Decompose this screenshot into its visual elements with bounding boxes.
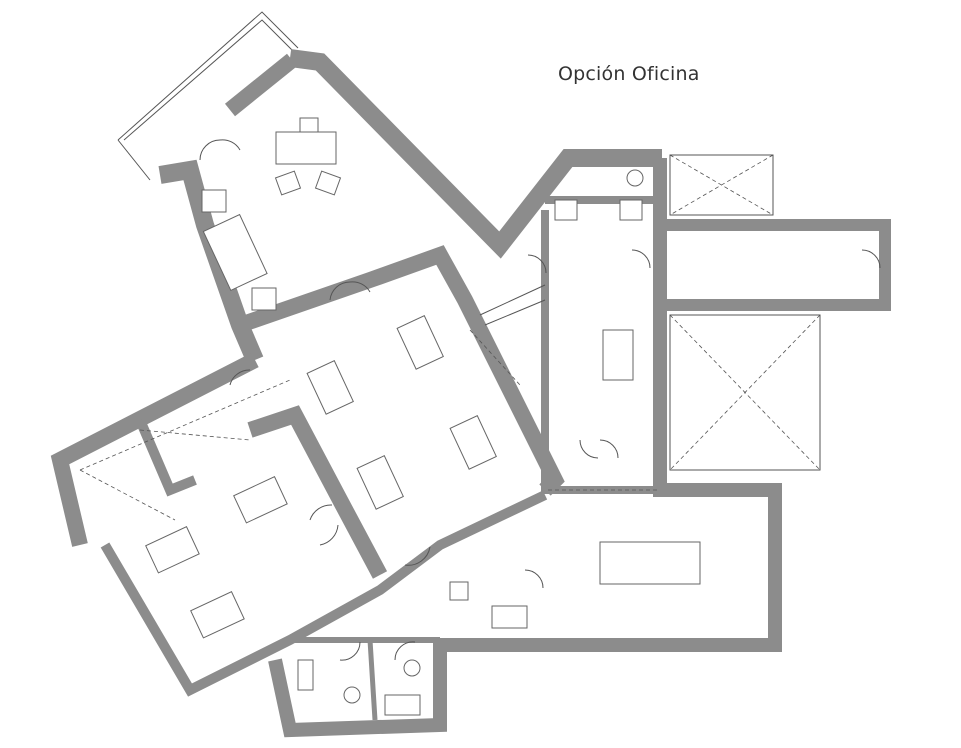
doors (199, 139, 881, 661)
walls (50, 49, 891, 738)
terrace (117, 11, 299, 181)
plan-title: Opción Oficina (558, 63, 700, 85)
skylights (79, 154, 821, 521)
furniture (145, 117, 701, 716)
